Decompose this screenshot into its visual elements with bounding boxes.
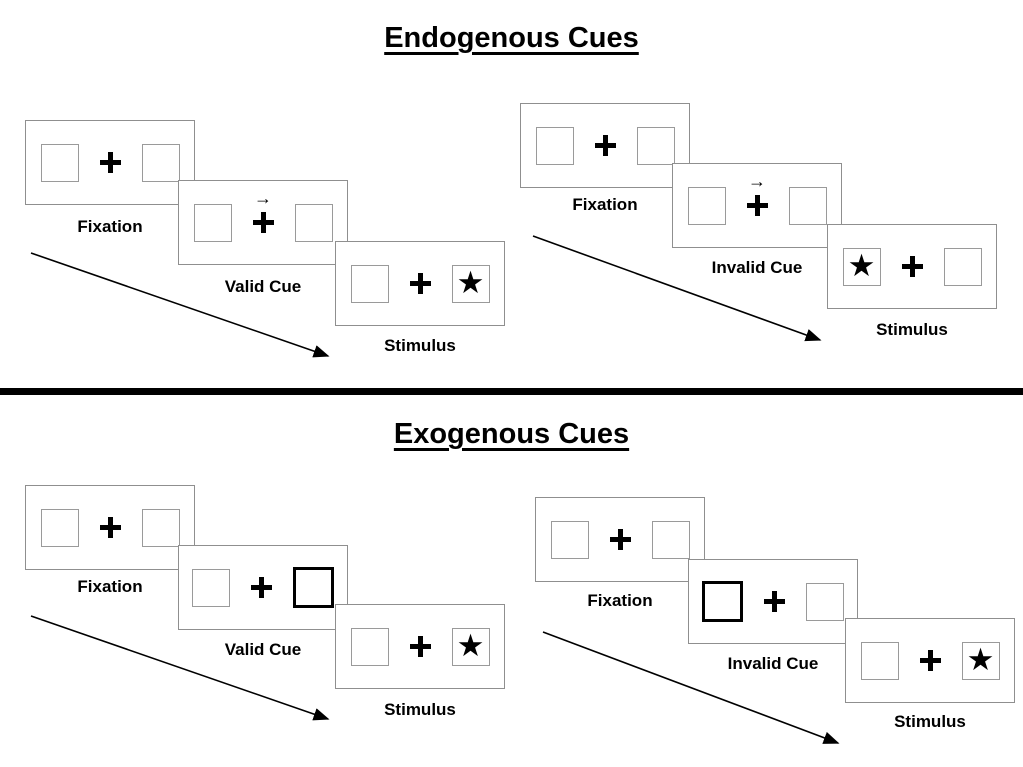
section-divider (0, 388, 1023, 395)
left-placeholder-box (350, 627, 389, 666)
fixation-cross-icon (409, 636, 431, 657)
timeline-arrow (30, 252, 330, 358)
star-target-box: ★ (451, 264, 490, 303)
panel-label: Fixation (587, 591, 653, 610)
stimulus-panel: ★ (335, 604, 505, 689)
left-placeholder-box (860, 641, 899, 680)
right-placeholder-box (806, 582, 844, 621)
left-placeholder-box (550, 520, 589, 559)
panel-label: Fixation (572, 195, 638, 214)
star-icon: ★ (456, 628, 485, 663)
star-icon: ★ (966, 642, 995, 677)
highlighted-cue-box (702, 581, 743, 622)
right-placeholder-box (788, 186, 827, 225)
right-placeholder-box (141, 508, 180, 547)
timeline-arrow (532, 235, 822, 342)
panel-label: Valid Cue (224, 640, 302, 659)
fixation-cross-icon (901, 256, 923, 277)
highlighted-cue-box (293, 567, 334, 608)
right-placeholder-box (294, 203, 333, 242)
fixation-panel (520, 103, 690, 188)
fixation-panel (25, 485, 195, 570)
panel-label: Fixation (77, 217, 143, 236)
star-icon: ★ (456, 265, 485, 300)
right-placeholder-box (636, 126, 675, 165)
panel-label: Stimulus (384, 700, 456, 719)
cue-panel: → (178, 180, 348, 265)
panel-label: Valid Cue (224, 277, 302, 296)
right-placeholder-box (943, 247, 982, 286)
star-target-box: ★ (961, 641, 1000, 680)
panel-label: Stimulus (876, 320, 948, 339)
fixation-cross-icon (609, 529, 631, 550)
fixation-cross-icon (99, 517, 121, 538)
left-placeholder-box (687, 186, 726, 225)
right-placeholder-box (141, 143, 180, 182)
timeline-arrow (30, 615, 330, 721)
stimulus-panel: ★ (335, 241, 505, 326)
right-placeholder-box (651, 520, 690, 559)
left-placeholder-box (192, 568, 230, 607)
fixation-cross-icon (99, 152, 121, 173)
left-placeholder-box (350, 264, 389, 303)
fixation-cross-icon (919, 650, 941, 671)
panel-label: Invalid Cue (711, 258, 803, 277)
left-placeholder-box (535, 126, 574, 165)
star-target-box: ★ (842, 247, 881, 286)
cue-arrow-icon: → (748, 171, 766, 191)
fixation-cross-icon (251, 577, 272, 598)
cue-panel (688, 559, 858, 644)
cue-panel (178, 545, 348, 630)
timeline-arrow (542, 631, 840, 744)
left-placeholder-box (193, 203, 232, 242)
star-target-box: ★ (451, 627, 490, 666)
panel-label: Invalid Cue (727, 654, 819, 673)
stimulus-panel: ★ (827, 224, 997, 309)
fixation-cross-icon: → (746, 172, 768, 216)
stimulus-panel: ★ (845, 618, 1015, 703)
fixation-cross-icon (594, 135, 616, 156)
panel-label: Stimulus (384, 336, 456, 355)
panel-label: Fixation (77, 577, 143, 596)
fixation-cross-icon (764, 591, 785, 612)
fixation-panel (25, 120, 195, 205)
panel-label: Stimulus (894, 712, 966, 731)
star-icon: ★ (847, 248, 876, 283)
section-title: Endogenous Cues (384, 22, 639, 54)
fixation-panel (535, 497, 705, 582)
fixation-cross-icon: → (252, 189, 274, 233)
left-placeholder-box (40, 143, 79, 182)
cue-panel: → (672, 163, 842, 248)
left-placeholder-box (40, 508, 79, 547)
section-title: Exogenous Cues (393, 418, 630, 450)
fixation-cross-icon (409, 273, 431, 294)
cue-arrow-icon: → (254, 188, 272, 208)
